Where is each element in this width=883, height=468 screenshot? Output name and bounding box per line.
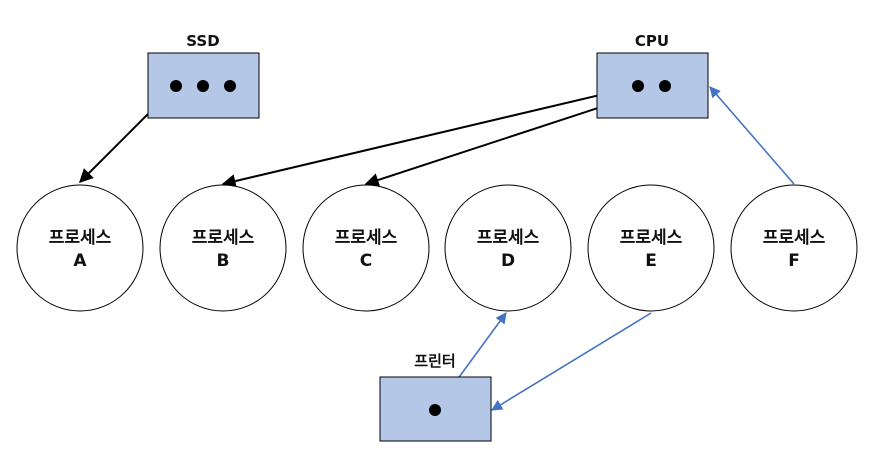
printer-instance-dot bbox=[429, 404, 441, 416]
process-d-circle bbox=[444, 184, 572, 312]
ssd-instance-dot bbox=[170, 80, 182, 92]
process-d: 프로세스 D bbox=[444, 184, 572, 312]
process-d-letter: D bbox=[501, 251, 515, 271]
process-e-circle bbox=[587, 184, 715, 312]
process-e-title: 프로세스 bbox=[620, 228, 683, 248]
ssd-label: SSD bbox=[186, 32, 219, 50]
edge-cpu-to-process-b bbox=[221, 85, 639, 188]
process-a: 프로세스 A bbox=[16, 184, 144, 312]
ssd-instance-dot bbox=[224, 80, 236, 92]
process-a-title: 프로세스 bbox=[49, 228, 112, 248]
process-c-letter: C bbox=[360, 251, 372, 271]
process-f: 프로세스 F bbox=[730, 184, 858, 312]
process-f-letter: F bbox=[788, 251, 800, 271]
process-d-title: 프로세스 bbox=[477, 228, 540, 248]
resource-printer: 프린터 bbox=[379, 352, 492, 442]
process-b-letter: B bbox=[217, 251, 230, 271]
process-f-circle bbox=[730, 184, 858, 312]
process-c-circle bbox=[302, 184, 430, 312]
edge-process-e-to-printer bbox=[491, 312, 652, 411]
process-f-title: 프로세스 bbox=[763, 228, 826, 248]
process-b-circle bbox=[159, 184, 287, 312]
process-e: 프로세스 E bbox=[587, 184, 715, 312]
ssd-instance-dot bbox=[197, 80, 209, 92]
cpu-box bbox=[596, 52, 709, 119]
process-c-title: 프로세스 bbox=[335, 228, 398, 248]
process-e-letter: E bbox=[645, 251, 657, 271]
printer-label: 프린터 bbox=[414, 352, 455, 370]
process-b: 프로세스 B bbox=[159, 184, 287, 312]
ssd-box bbox=[147, 52, 260, 119]
cpu-label: CPU bbox=[635, 32, 669, 50]
process-c: 프로세스 C bbox=[302, 184, 430, 312]
process-a-circle bbox=[16, 184, 144, 312]
processes: 프로세스 A 프로세스 B 프로세스 C 프로세스 D 프로세스 E bbox=[16, 184, 858, 312]
resource-ssd: SSD bbox=[147, 32, 260, 119]
resource-cpu: CPU bbox=[596, 32, 709, 119]
process-a-letter: A bbox=[73, 251, 87, 271]
cpu-instance-dot bbox=[632, 80, 644, 92]
edge-process-f-to-cpu bbox=[709, 86, 795, 185]
process-b-title: 프로세스 bbox=[192, 228, 255, 248]
cpu-instance-dot bbox=[659, 80, 671, 92]
